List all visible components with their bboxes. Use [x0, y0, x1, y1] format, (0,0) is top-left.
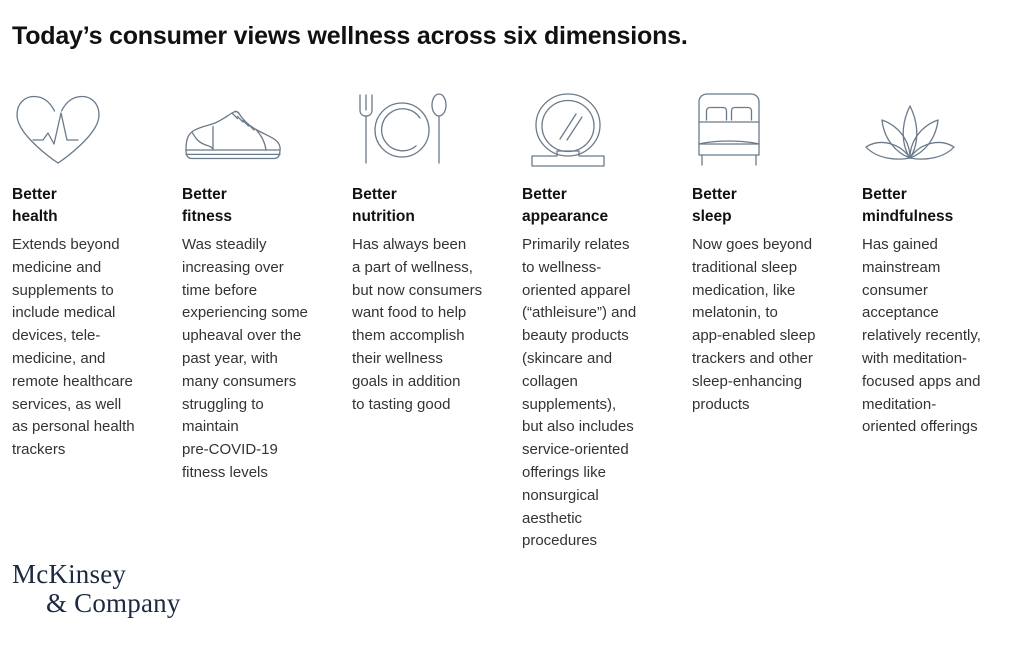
- dimension-title: Better health: [12, 186, 58, 225]
- dimension-column-fitness: Better fitness Was steadily increasing o…: [182, 86, 352, 485]
- dimension-body: Extends beyond medicine and supplements …: [12, 236, 135, 459]
- sneaker-icon: [182, 86, 336, 168]
- dimension-title: Better fitness: [182, 186, 232, 225]
- heart-pulse-icon: [12, 86, 166, 168]
- dimension-body: Has gained mainstream consumer acceptanc…: [862, 236, 981, 436]
- mirror-icon: [522, 86, 676, 168]
- dimension-title: Better mindfulness: [862, 186, 954, 225]
- page-title: Today’s consumer views wellness across s…: [12, 22, 688, 50]
- dimension-body: Was steadily increasing over time before…: [182, 236, 308, 481]
- dimension-title: Better sleep: [692, 186, 737, 225]
- mckinsey-logo: McKinsey & Company: [12, 559, 272, 619]
- dimension-title: Better appearance: [522, 186, 609, 225]
- dimension-body: Now goes beyond traditional sleep medica…: [692, 236, 816, 413]
- dimension-column-mindfulness: Better mindfulness Has gained mainstream…: [862, 86, 1024, 439]
- plate-fork-spoon-icon: [352, 86, 506, 168]
- dimension-column-health: Better health Extends beyond medicine an…: [12, 86, 182, 462]
- logo-line-2: & Company: [46, 588, 181, 619]
- lotus-icon: [862, 86, 1016, 168]
- logo-line-1: McKinsey: [12, 559, 127, 589]
- dimension-columns: Better health Extends beyond medicine an…: [12, 86, 1024, 553]
- dimension-column-sleep: Better sleep Now goes beyond traditional…: [692, 86, 862, 416]
- dimension-title: Better nutrition: [352, 186, 415, 225]
- dimension-body: Has always been a part of wellness, but …: [352, 236, 483, 413]
- dimension-column-appearance: Better appearance Primarily relates to w…: [522, 86, 692, 553]
- bed-icon: [692, 86, 846, 168]
- dimension-body: Primarily relates to wellness- oriented …: [522, 236, 637, 550]
- dimension-column-nutrition: Better nutrition Has always been a part …: [352, 86, 522, 416]
